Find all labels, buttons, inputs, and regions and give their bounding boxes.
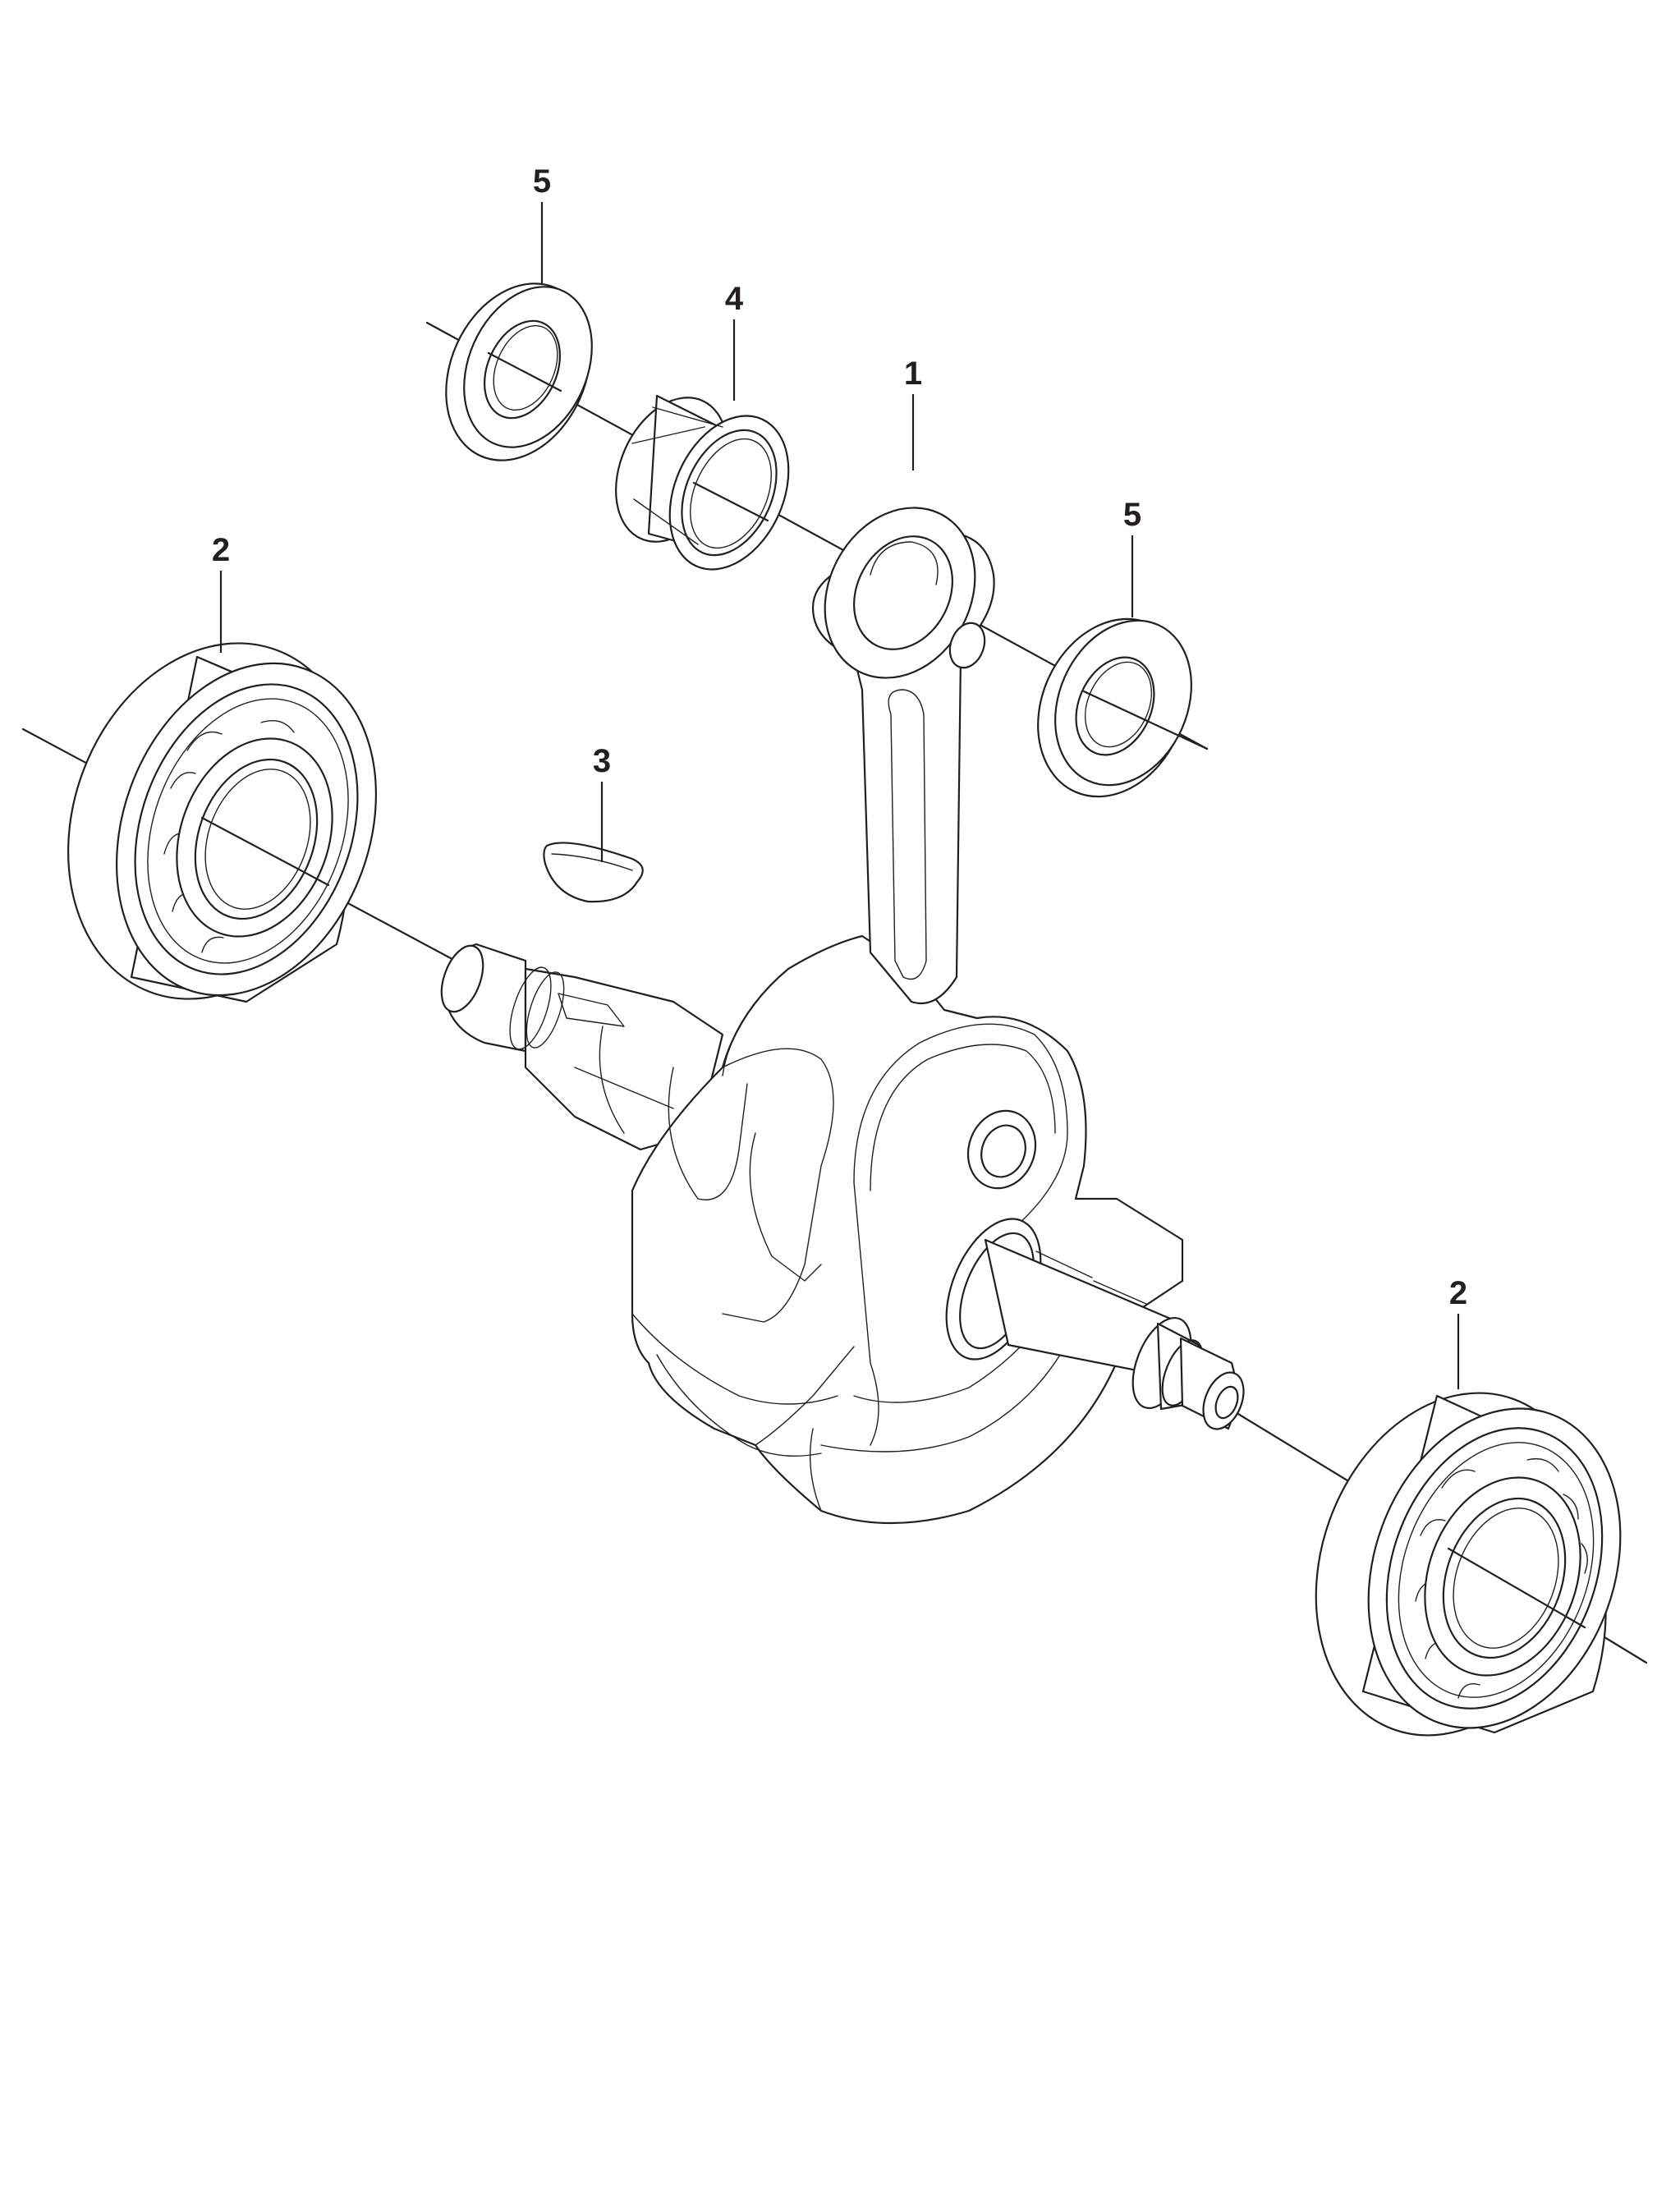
part-ball-bearing-left [67, 642, 377, 1003]
part-washer-right [1037, 617, 1209, 798]
callout-5-top: 5 [533, 163, 551, 200]
callout-3: 3 [593, 743, 611, 779]
part-ball-bearing-right [1315, 1392, 1622, 1737]
callout-4: 4 [725, 281, 744, 317]
part-washer-top [445, 282, 593, 461]
callout-2-right: 2 [1449, 1275, 1467, 1311]
callout-1: 1 [904, 356, 922, 392]
part-crankshaft [440, 507, 1245, 1525]
bearing-balls-right [1415, 1457, 1588, 1699]
part-woodruff-key [543, 842, 644, 903]
part-needle-bearing [615, 394, 790, 571]
callout-2-left: 2 [212, 532, 230, 568]
callout-5-right: 5 [1123, 497, 1141, 533]
